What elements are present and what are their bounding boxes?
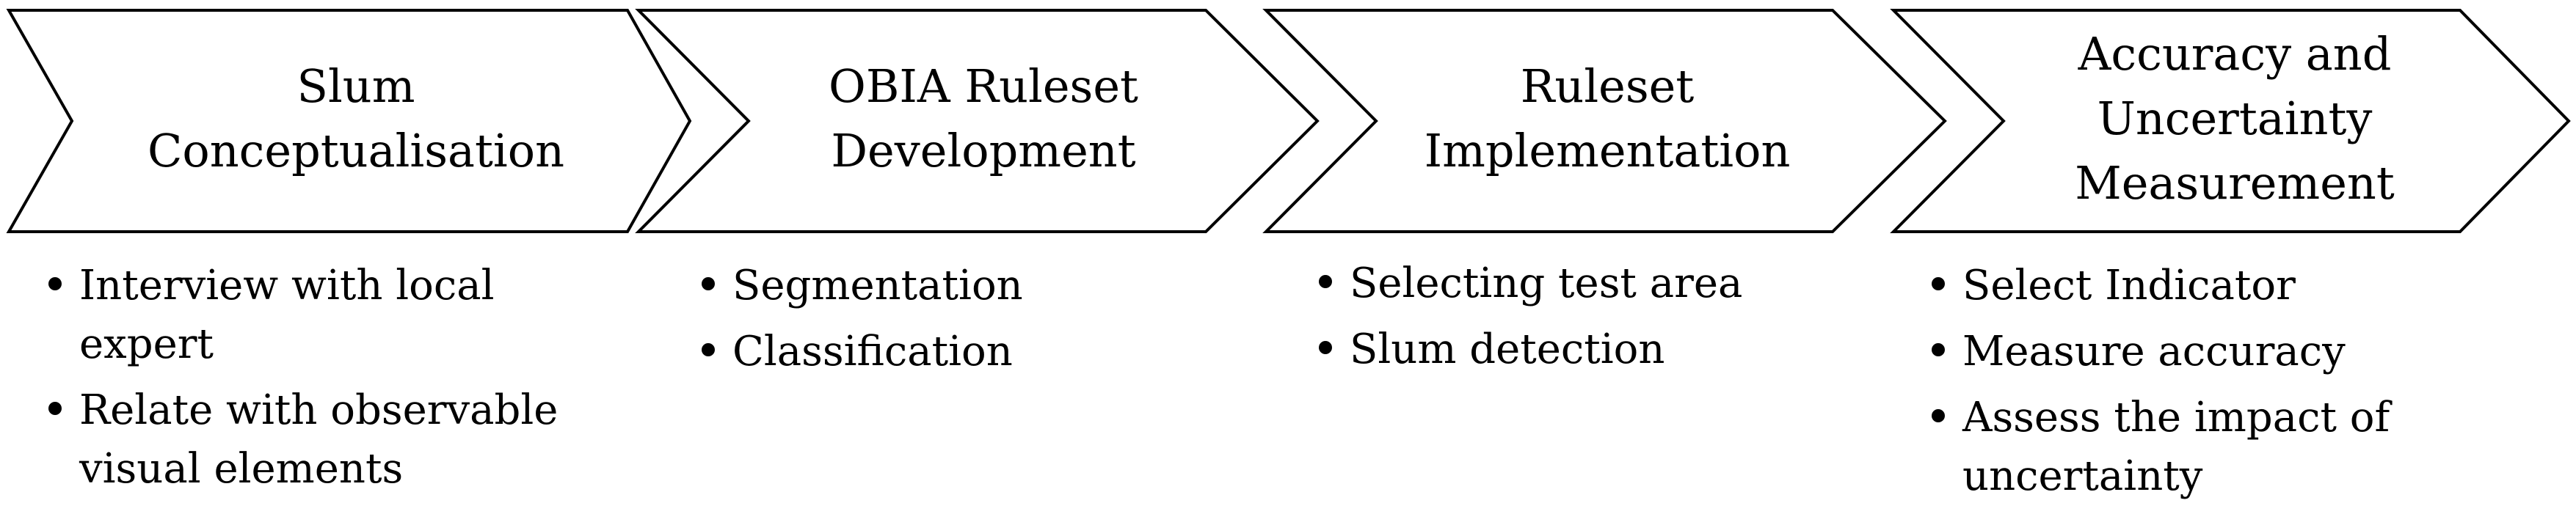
step-4-title-line: Measurement — [2075, 156, 2395, 210]
step-3-title-line: Ruleset — [1520, 59, 1695, 113]
bullet-text: expert — [79, 320, 214, 368]
bullet-text: Assess the impact of — [1962, 394, 2390, 441]
list-item: Classification — [699, 323, 1256, 381]
bullet-dot-icon — [1932, 409, 1945, 422]
bullet-dot-icon — [1932, 343, 1945, 356]
step-3-chevron — [1262, 9, 1947, 233]
step-4-bullet-list: Select Indicator Measure accuracy Assess… — [1929, 257, 2545, 513]
step-2-title-line: Development — [831, 124, 1136, 177]
step-3-title: Ruleset Implementation — [1372, 9, 1842, 229]
bullet-text: Interview with local — [79, 262, 495, 309]
bullet-dot-icon — [702, 277, 715, 290]
step-4-chevron — [1890, 9, 2571, 233]
bullet-text: Select Indicator — [1962, 262, 2296, 309]
bullet-text: uncertainty — [1962, 452, 2203, 500]
bullet-dot-icon — [1319, 275, 1332, 288]
step-1-title: Slum Conceptualisation — [110, 9, 602, 229]
bullet-dot-icon — [1319, 341, 1332, 354]
step-2-title-line: OBIA Ruleset — [829, 59, 1138, 113]
bullet-text: Relate with observable — [79, 386, 559, 434]
list-item: Assess the impact of uncertainty — [1929, 389, 2545, 506]
step-1-title-line: Conceptualisation — [147, 124, 565, 177]
list-item: Measure accuracy — [1929, 323, 2545, 381]
bullet-text: visual elements — [79, 445, 404, 493]
bullet-dot-icon — [702, 343, 715, 356]
bullet-dot-icon — [48, 277, 62, 290]
bullet-text: Classification — [732, 328, 1013, 375]
bullet-text: Segmentation — [732, 262, 1023, 309]
list-item: Selecting test area — [1316, 254, 1874, 313]
bullet-dot-icon — [48, 402, 62, 415]
step-2-title: OBIA Ruleset Development — [749, 9, 1218, 229]
list-item: Interview with local expert — [46, 257, 633, 374]
list-item: Segmentation — [699, 257, 1256, 315]
list-item: Select Indicator — [1929, 257, 2545, 315]
step-4-title-line: Accuracy and — [2078, 27, 2392, 81]
bullet-text: Measure accuracy — [1962, 328, 2346, 375]
list-item: Slum detection — [1316, 320, 1874, 379]
step-1-bullet-list: Interview with local expert Relate with … — [46, 257, 633, 506]
step-1-chevron — [6, 9, 692, 233]
list-item: Relate with observable visual elements — [46, 381, 633, 499]
step-3-title-line: Implementation — [1424, 124, 1791, 177]
bullet-dot-icon — [1932, 277, 1945, 290]
step-2-bullet-list: Segmentation Classification — [699, 257, 1256, 389]
bullet-text: Selecting test area — [1350, 260, 1743, 307]
step-4-title-line: Uncertainty — [2097, 92, 2373, 145]
step-3-bullet-list: Selecting test area Slum detection — [1316, 254, 1874, 386]
step-1-title-line: Slum — [296, 59, 415, 113]
step-2-chevron — [635, 9, 1320, 233]
bullet-text: Slum detection — [1350, 326, 1665, 373]
step-4-title: Accuracy and Uncertainty Measurement — [1993, 9, 2477, 229]
